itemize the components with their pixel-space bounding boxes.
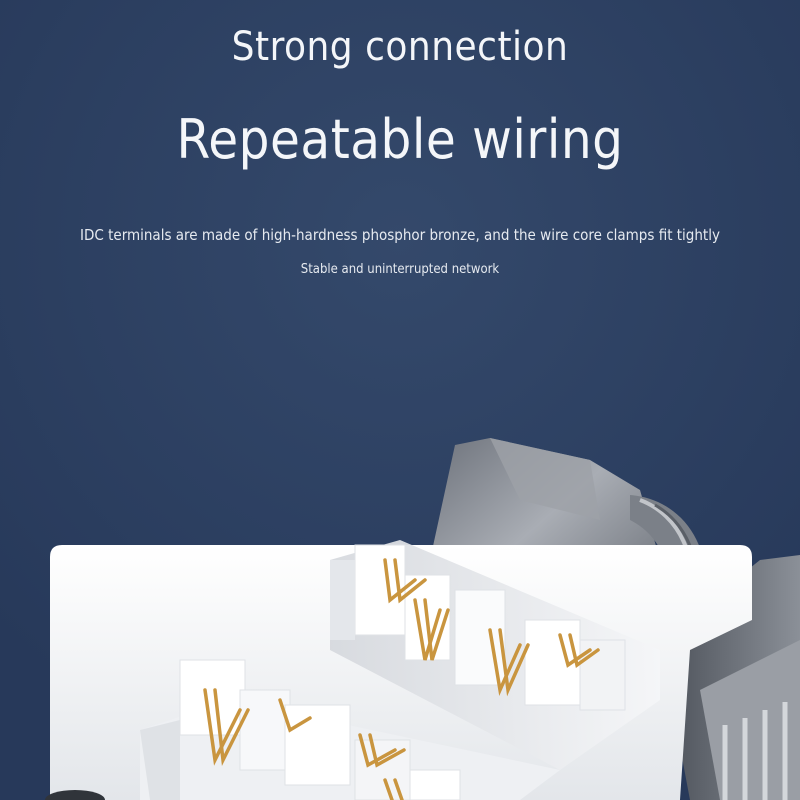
- gold-contacts: [203, 558, 600, 800]
- description-stable-network: Stable and uninterrupted network: [300, 262, 500, 277]
- keystone-jack-photo: [45, 438, 800, 800]
- description-idc-terminals: IDC terminals are made of high-hardness …: [80, 226, 720, 244]
- headline-repeatable-wiring: Repeatable wiring: [176, 108, 624, 171]
- cable-end: [45, 790, 105, 800]
- headline-strong-connection: Strong connection: [231, 24, 569, 70]
